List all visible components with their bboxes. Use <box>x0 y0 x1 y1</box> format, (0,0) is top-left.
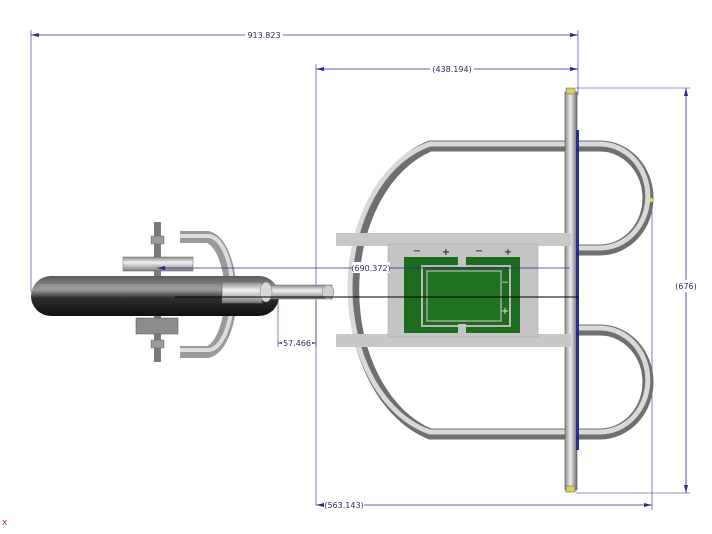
axle-offset-label: 57.466 <box>283 339 311 348</box>
pcb-side-plus: + <box>501 306 509 317</box>
pcb-side-minus: − <box>501 278 509 288</box>
pcb-left-plus: + <box>442 247 450 258</box>
origin-marker: x <box>2 518 8 528</box>
dimension-center-span: (690.372) <box>157 262 570 273</box>
dimension-overall-length: 913.823 <box>30 29 579 292</box>
dimension-frame-height: (676) <box>576 87 699 494</box>
overall-length-label: 913.823 <box>247 31 280 40</box>
wheel-assembly <box>31 222 335 362</box>
dimension-base-length: (563.143) <box>316 200 653 510</box>
frame-height-label: (676) <box>675 282 697 291</box>
dimension-frame-length: (438.194) <box>315 63 578 505</box>
dimension-axle-offset: 57.466 <box>277 300 317 348</box>
pcb-left-minus: − <box>413 246 421 257</box>
tube-frame <box>347 87 654 493</box>
battery-board: − + − + − + <box>404 246 520 334</box>
center-span-label: (690.372) <box>351 264 390 273</box>
pcb-right-plus: + <box>504 247 512 258</box>
frame-length-label: (438.194) <box>432 65 471 74</box>
base-length-label: (563.143) <box>324 501 363 510</box>
pcb-right-minus: − <box>475 246 483 257</box>
